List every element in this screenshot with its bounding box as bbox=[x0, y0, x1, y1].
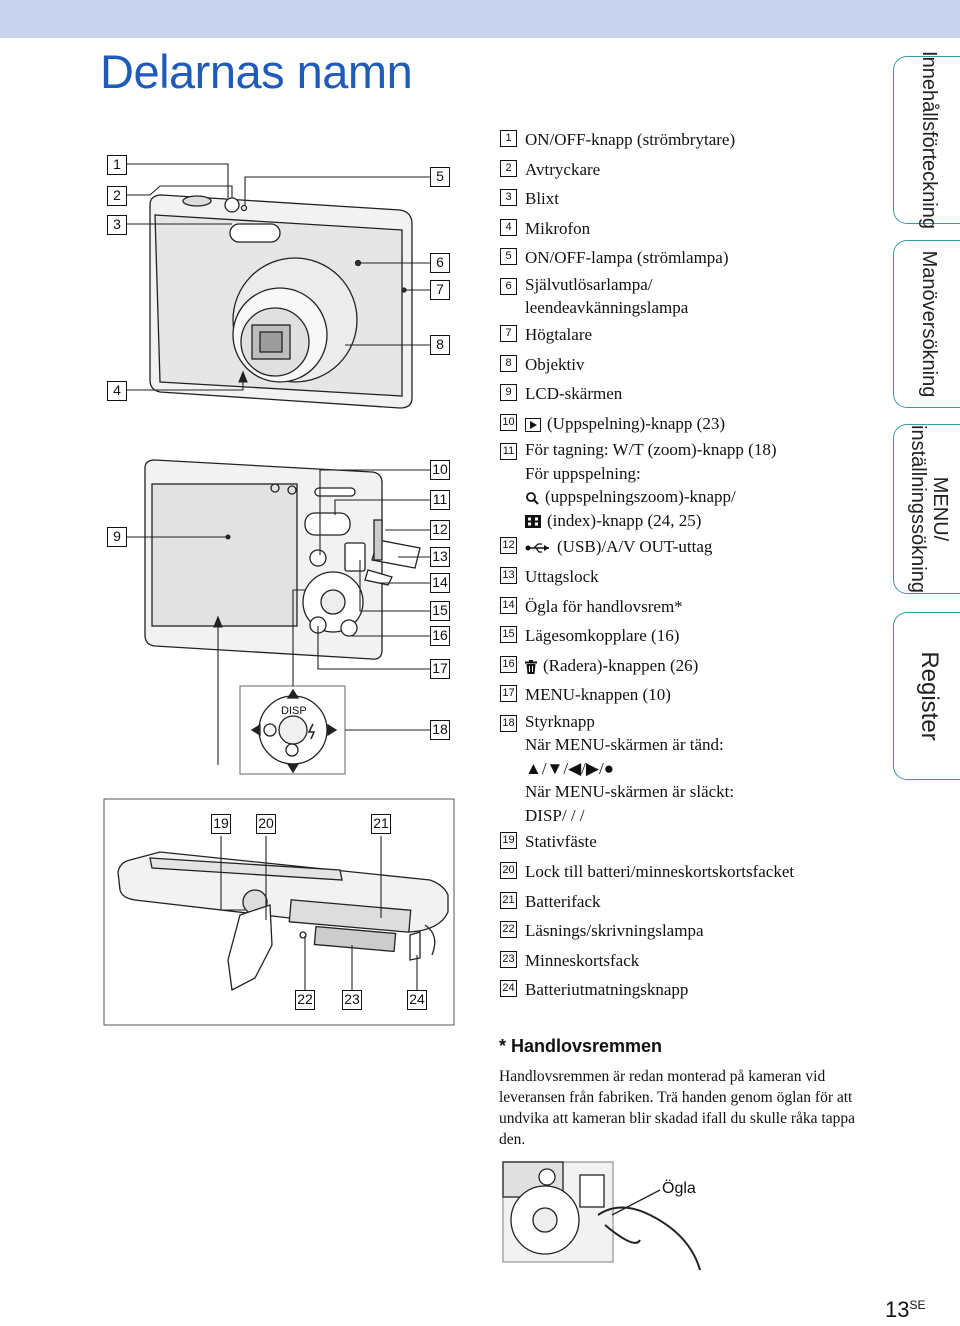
callout-6: 6 bbox=[430, 253, 450, 273]
callout-2: 2 bbox=[107, 186, 127, 206]
note-heading: * Handlovsremmen bbox=[499, 1036, 663, 1056]
callout-21: 21 bbox=[371, 814, 391, 834]
tab-operation-search[interactable]: Manöversökning bbox=[893, 240, 960, 408]
callout-10: 10 bbox=[430, 460, 450, 480]
playback-icon bbox=[525, 417, 541, 432]
usb-icon bbox=[525, 543, 549, 554]
callout-12: 12 bbox=[430, 520, 450, 540]
list-item: 10(Uppspelning)-knapp (23) bbox=[500, 409, 860, 439]
strap-loop-label: Ögla bbox=[662, 1180, 696, 1197]
page-number: 13SE bbox=[885, 1297, 926, 1322]
callout-24: 24 bbox=[407, 990, 427, 1010]
callout-16: 16 bbox=[430, 626, 450, 646]
callout-15: 15 bbox=[430, 601, 450, 621]
note-body: Handlovsremmen är redan monterad på kame… bbox=[499, 1068, 855, 1148]
callout-17: 17 bbox=[430, 659, 450, 679]
top-header-bar bbox=[0, 0, 960, 38]
callout-5: 5 bbox=[430, 167, 450, 187]
callout-19: 19 bbox=[211, 814, 231, 834]
strap-illustration bbox=[502, 1161, 701, 1271]
control-dial-drawing bbox=[239, 685, 346, 775]
page-title: Delarnas namn bbox=[100, 45, 413, 98]
callout-4: 4 bbox=[107, 381, 127, 401]
callout-18: 18 bbox=[430, 720, 450, 740]
camera-front-drawing bbox=[149, 194, 413, 409]
dial-disp-label: DISP bbox=[281, 705, 307, 717]
callout-1: 1 bbox=[107, 155, 127, 175]
tab-index[interactable]: Register bbox=[893, 612, 960, 780]
callout-8: 8 bbox=[430, 335, 450, 355]
callout-14: 14 bbox=[430, 573, 450, 593]
callout-7: 7 bbox=[430, 280, 450, 300]
index-grid-icon bbox=[525, 515, 541, 529]
callout-9: 9 bbox=[107, 527, 127, 547]
list-item: 16(Radera)-knappen (26) bbox=[500, 651, 860, 681]
callout-23: 23 bbox=[342, 990, 362, 1010]
leader-lines bbox=[127, 163, 430, 990]
trash-icon bbox=[525, 659, 537, 674]
tab-table-of-contents[interactable]: Innehållsförteckning bbox=[893, 51, 960, 229]
zoom-magnifier-icon bbox=[526, 492, 539, 506]
tab-menu-settings-search[interactable]: MENU/ inställningssökning bbox=[893, 424, 960, 594]
callout-11: 11 bbox=[430, 490, 450, 510]
camera-back-drawing bbox=[144, 459, 421, 660]
callout-3: 3 bbox=[107, 215, 127, 235]
callout-22: 22 bbox=[295, 990, 315, 1010]
callout-20: 20 bbox=[256, 814, 276, 834]
camera-bottom-drawing bbox=[117, 851, 449, 992]
list-item: 12(USB)/A/V OUT-uttag bbox=[500, 532, 860, 562]
callout-13: 13 bbox=[430, 547, 450, 567]
